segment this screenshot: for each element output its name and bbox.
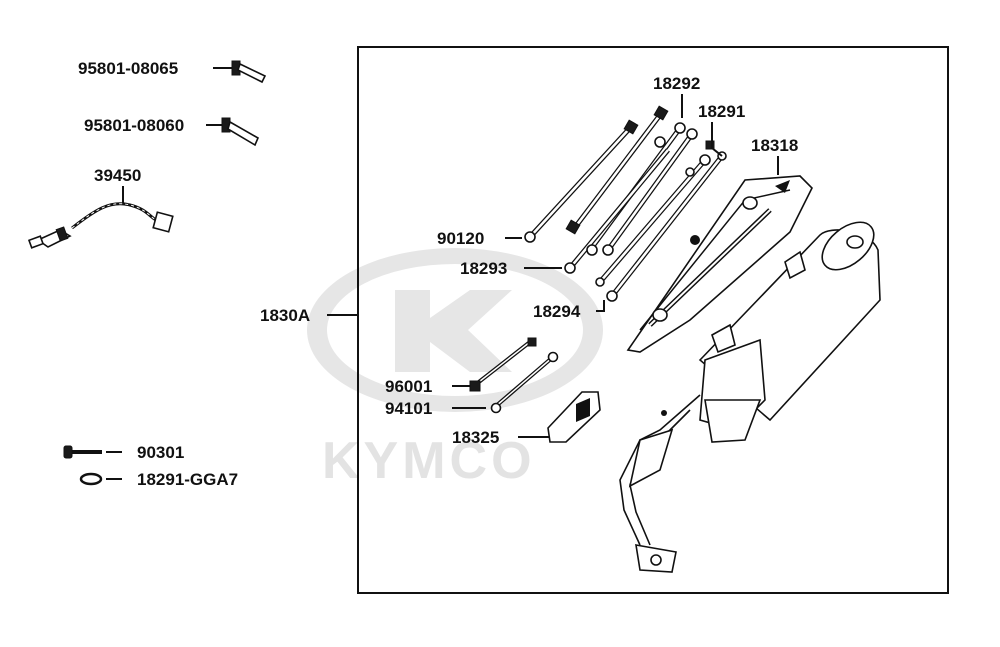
label-94101: 94101 [385,399,432,418]
label-18291-GGA7: 18291-GGA7 [137,470,238,489]
muffler-body [698,221,881,443]
bolt-washer-96001-94101 [452,337,559,414]
oxygen-sensor-39450 [27,186,174,249]
assembly-frame [357,46,949,594]
gasket-18291-GGA7 [79,472,122,486]
label-18292: 18292 [653,74,700,93]
bracket-stays [524,105,727,302]
label-39450: 39450 [94,166,141,185]
label-95801-08065: 95801-08065 [78,59,178,78]
label-18291: 18291 [698,102,745,121]
label-1830A: 1830A [260,306,310,325]
label-18293: 18293 [460,259,507,278]
kymco-watermark-logo: KYMCO [307,248,603,490]
bolt-95801-08065 [213,60,267,84]
watermark-brand-text: KYMCO [322,432,536,490]
label-18325: 18325 [452,428,499,447]
label-96001: 96001 [385,377,432,396]
label-95801-08060: 95801-08060 [84,116,184,135]
bolt-95801-08060 [206,117,260,147]
exhaust-pipe [619,394,701,573]
heat-shield-18318 [626,175,813,353]
bracket-18325 [518,391,601,443]
label-18318: 18318 [751,136,798,155]
screw-90301 [63,445,122,459]
label-18294: 18294 [533,302,581,321]
label-90120: 90120 [437,229,484,248]
label-90301: 90301 [137,443,184,462]
